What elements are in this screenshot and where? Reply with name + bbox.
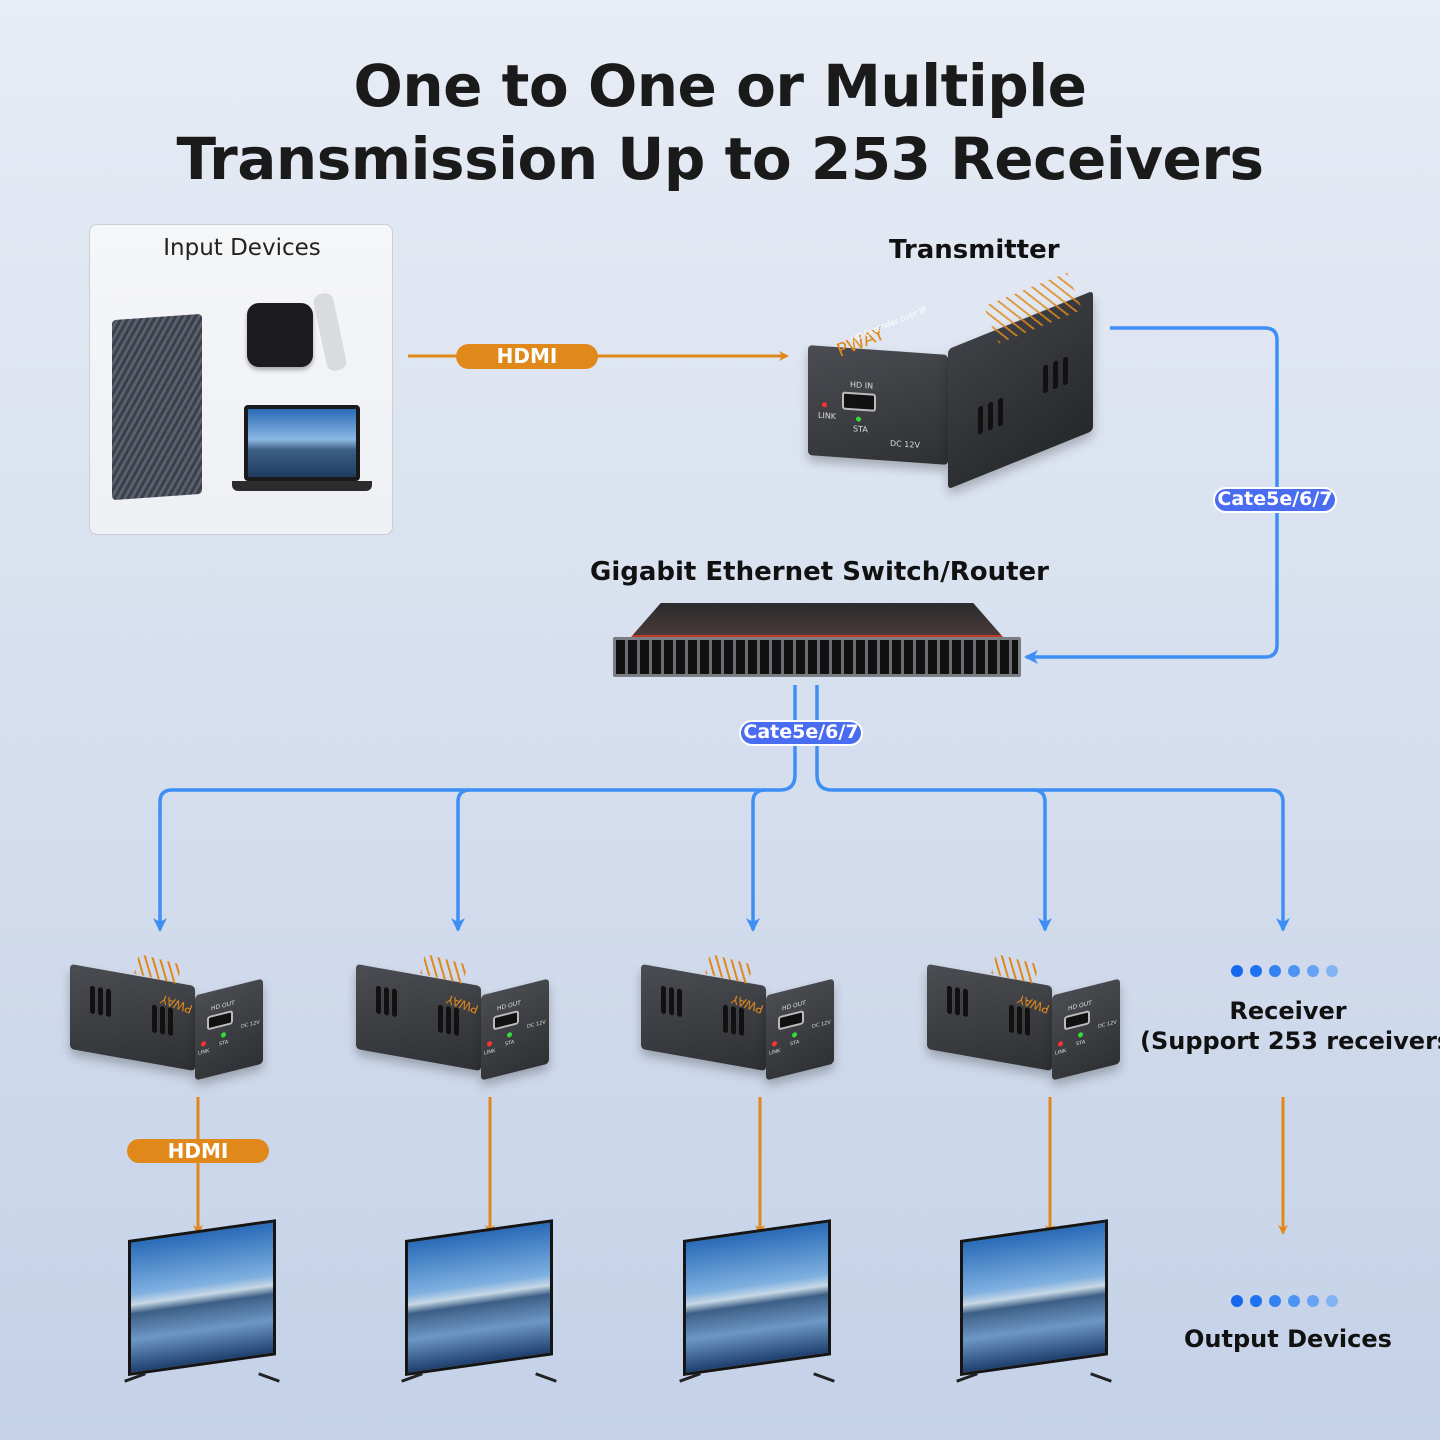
model-label: HD Extender over IP: [849, 305, 928, 344]
led-icon: [507, 1031, 512, 1038]
led-icon: [772, 1040, 777, 1047]
link-label: LINK: [484, 1047, 496, 1057]
link-label: LINK: [1055, 1047, 1067, 1057]
hdmi-port-icon: [778, 1010, 804, 1031]
switch-label: Gigabit Ethernet Switch/Router: [590, 557, 1049, 587]
network-branch: [746, 788, 766, 932]
input-devices-panel: Input Devices: [89, 224, 393, 535]
laptop-icon: [244, 405, 360, 481]
output-devices-label: Output Devices: [1184, 1325, 1392, 1353]
network-branch: [1032, 788, 1052, 932]
sta-label: STA: [853, 424, 868, 435]
receiver-note: Receiver (Support 253 receivers): [1140, 996, 1440, 1056]
hdmi-port-icon: [842, 391, 876, 412]
power-label: DC 12V: [812, 1019, 831, 1031]
sta-label: STA: [219, 1039, 229, 1048]
network-branch: [451, 788, 471, 932]
power-label: DC 12V: [1098, 1019, 1117, 1031]
led-icon: [487, 1040, 492, 1047]
power-label: DC 12V: [527, 1019, 546, 1031]
power-label: DC 12V: [241, 1019, 260, 1031]
title-line-2: Transmission Up to 253 Receivers: [176, 125, 1264, 193]
hdmi-badge-output: HDMI: [127, 1139, 269, 1163]
receiver-device: HD OUT LINK STA DC 12V PWAY: [641, 953, 836, 1081]
remote-icon: [312, 291, 348, 373]
dot-icon: [1250, 965, 1262, 977]
receiver-label: Receiver: [1229, 997, 1347, 1025]
laptop-base: [232, 481, 372, 491]
led-icon: [1058, 1040, 1063, 1047]
receiver-support-label: (Support 253 receivers): [1140, 1027, 1440, 1055]
port-label: HD IN: [850, 380, 874, 391]
cat-badge-right: Cate5e/6/7: [1213, 487, 1337, 513]
desktop-pc-icon: [112, 313, 202, 501]
network-line-right: [815, 685, 1290, 932]
cat-badge-center: Cate5e/6/7: [739, 720, 863, 746]
input-devices-title: Input Devices: [163, 235, 321, 261]
tv-icon: [679, 1219, 835, 1383]
tv-icon: [401, 1219, 557, 1383]
title-line-1: One to One or Multiple: [353, 52, 1087, 120]
dot-icon: [1269, 1295, 1281, 1307]
led-icon: [856, 416, 861, 422]
dot-icon: [1288, 965, 1300, 977]
dot-icon: [1250, 1295, 1262, 1307]
dot-icon: [1326, 1295, 1338, 1307]
transmitter-device: HD IN LINK STA DC 12V PWAY HD Extender o…: [808, 272, 1093, 490]
apple-tv-icon: [247, 303, 313, 367]
network-line-left: [153, 685, 797, 932]
dot-icon: [1307, 1295, 1319, 1307]
hdmi-badge-input: HDMI: [456, 344, 598, 369]
dot-icon: [1326, 965, 1338, 977]
dot-icon: [1231, 965, 1243, 977]
led-icon: [201, 1040, 206, 1047]
led-icon: [221, 1031, 226, 1038]
page-title: One to One or Multiple Transmission Up t…: [0, 50, 1440, 196]
receiver-device: HD OUT LINK STA DC 12V PWAY: [927, 953, 1122, 1081]
dot-icon: [1269, 965, 1281, 977]
transmitter-label: Transmitter: [889, 235, 1060, 265]
tv-icon: [124, 1219, 280, 1383]
hdmi-port-icon: [493, 1010, 519, 1031]
dot-icon: [1288, 1295, 1300, 1307]
receiver-device: HD OUT LINK STA DC 12V PWAY: [356, 953, 551, 1081]
link-label: LINK: [818, 410, 837, 422]
link-label: LINK: [769, 1047, 781, 1057]
led-icon: [822, 402, 827, 408]
sta-label: STA: [790, 1039, 800, 1048]
sta-label: STA: [505, 1039, 515, 1048]
link-label: LINK: [198, 1047, 210, 1057]
tv-icon: [956, 1219, 1112, 1383]
dot-icon: [1307, 965, 1319, 977]
hdmi-port-icon: [207, 1010, 233, 1031]
dot-icon: [1231, 1295, 1243, 1307]
hdmi-port-icon: [1064, 1010, 1090, 1031]
sta-label: STA: [1076, 1039, 1086, 1048]
receiver-device: HD OUT LINK STA DC 12V PWAY: [70, 953, 265, 1081]
power-label: DC 12V: [890, 438, 920, 450]
led-icon: [792, 1031, 797, 1038]
led-icon: [1078, 1031, 1083, 1038]
ethernet-switch: [613, 603, 1021, 677]
